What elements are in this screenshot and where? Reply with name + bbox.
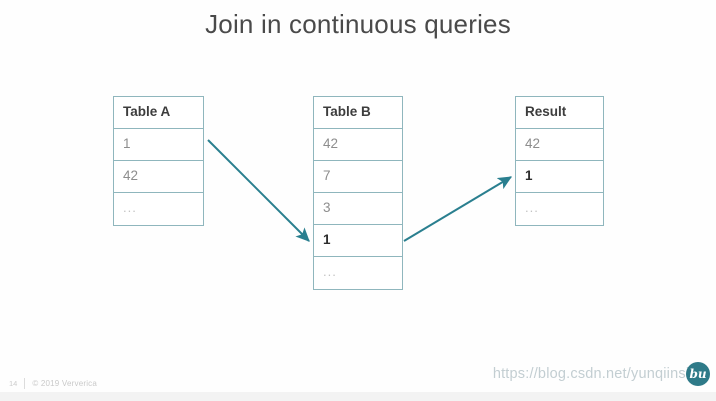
table-result-row-2: ... [525, 200, 539, 215]
slide-footer: 14 © 2019 Ververica [9, 378, 97, 389]
table-a-header: Table A [114, 97, 203, 129]
table-b-row-3: 1 [314, 225, 402, 257]
table-a-row-1: 42 [114, 161, 203, 193]
table-b: Table B 42 7 3 1 ... [313, 96, 403, 290]
page-title: Join in continuous queries [205, 9, 511, 39]
arrow-a-to-b-icon [207, 139, 310, 242]
table-a-row-0: 1 [114, 129, 203, 161]
table-result-row-1: 1 [516, 161, 603, 193]
copyright-notice: © 2019 Ververica [32, 379, 98, 388]
table-b-row-2: 3 [314, 193, 402, 225]
page-number: 14 [9, 379, 18, 388]
watermark: https://blog.csdn.net/yunqiinsight bu [493, 361, 710, 387]
csdn-logo-icon: bu [686, 362, 710, 386]
arrow-b-to-result-icon [403, 176, 513, 242]
table-a-row-2: ... [123, 200, 137, 215]
bottom-strip [0, 392, 716, 401]
table-result-row-0: 42 [516, 129, 603, 161]
table-b-row-4: ... [323, 264, 337, 279]
table-result-header: Result [516, 97, 603, 129]
table-result: Result 42 1 ... [515, 96, 604, 226]
footer-divider [24, 378, 26, 389]
table-a: Table A 1 42 ... [113, 96, 204, 226]
table-b-header: Table B [314, 97, 402, 129]
table-b-row-1: 7 [314, 161, 402, 193]
watermark-url: https://blog.csdn.net/yunqiinsight [492, 366, 710, 382]
table-b-row-0: 42 [314, 129, 402, 161]
